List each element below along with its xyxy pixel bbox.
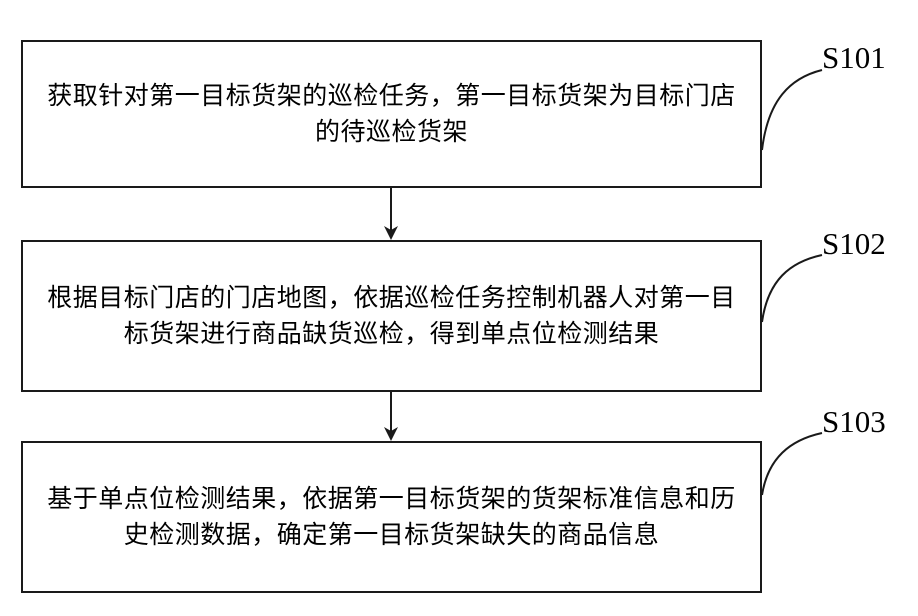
step-text-s101: 获取针对第一目标货架的巡检任务，第一目标货架为目标门店的待巡检货架 [42, 78, 742, 150]
step-box-s102: 根据目标门店的门店地图，依据巡检任务控制机器人对第一目标货架进行商品缺货巡检，得… [21, 240, 762, 392]
step-box-s103: 基于单点位检测结果，依据第一目标货架的货架标准信息和历史检测数据，确定第一目标货… [21, 441, 762, 593]
step-label-s102: S102 [822, 226, 886, 262]
step-text-s103: 基于单点位检测结果，依据第一目标货架的货架标准信息和历史检测数据，确定第一目标货… [42, 481, 742, 553]
step-box-s101: 获取针对第一目标货架的巡检任务，第一目标货架为目标门店的待巡检货架 [21, 40, 762, 188]
leader-curve-s102 [762, 255, 822, 322]
leader-curve-s103 [762, 433, 822, 495]
step-label-s103: S103 [822, 404, 886, 440]
step-text-s102: 根据目标门店的门店地图，依据巡检任务控制机器人对第一目标货架进行商品缺货巡检，得… [42, 280, 742, 352]
leader-curve-s101 [762, 70, 822, 150]
step-label-s101: S101 [822, 40, 886, 76]
